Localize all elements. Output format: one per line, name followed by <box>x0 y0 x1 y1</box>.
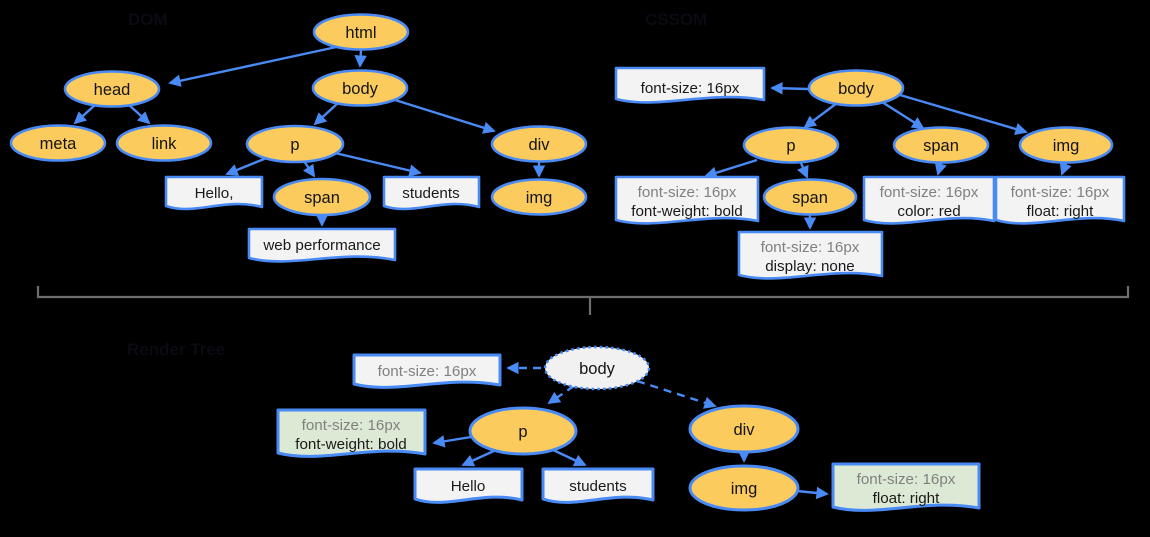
dom-html-label: html <box>345 24 376 42</box>
cssom-p-style-line1: font-size: 16px <box>638 184 737 201</box>
arrow-render-p-to-style <box>432 435 472 448</box>
dom-link-node <box>115 124 213 162</box>
cssom-img-style-line2: float: right <box>1027 203 1094 220</box>
arrow-cssom-body-to-p <box>803 102 838 129</box>
cssom-body-style-line1: font-size: 16px <box>641 80 740 97</box>
dom-body-node <box>311 69 409 107</box>
arrow-body-to-div <box>394 98 496 134</box>
arrow-head-to-meta <box>73 104 96 125</box>
render-p-label: p <box>518 423 527 441</box>
cssom-img-label: img <box>1053 137 1080 155</box>
cssom-spanchild-label: span <box>792 189 828 207</box>
dom-span-node <box>272 177 372 217</box>
dom-webperf-textnode-box <box>247 227 397 263</box>
render-body-node <box>543 345 651 391</box>
dom-html-node <box>312 13 410 51</box>
arrow-html-to-head <box>168 44 342 87</box>
cssom-span-label: span <box>923 137 959 155</box>
arrow-render-p-to-hello <box>461 448 497 467</box>
cssom-img-style-line1: font-size: 16px <box>1011 184 1110 201</box>
dom-body-label: body <box>342 80 379 98</box>
cssom-img-style-box <box>994 175 1126 225</box>
cssom-img-node <box>1018 126 1114 164</box>
arrow-p-to-hello <box>225 155 270 176</box>
render-students-textnode-box <box>541 467 655 504</box>
arrow-p-to-students <box>334 151 422 177</box>
render-students-textnode: students <box>569 478 627 495</box>
cssom-p-label: p <box>786 137 795 155</box>
cssom-spanchild-style-line1: font-size: 16px <box>761 239 860 256</box>
render-p-style-line1: font-size: 16px <box>302 417 401 434</box>
dom-tree: DOM html head body meta link p div span … <box>9 10 588 263</box>
render-body-label: body <box>579 360 616 378</box>
render-tree: Render Tree font-size: 16px body p div i… <box>127 340 981 512</box>
arrow-cssom-p-to-spanchild <box>797 162 809 179</box>
arrow-cssom-span-to-style <box>934 162 947 176</box>
render-img-node <box>688 464 800 512</box>
render-div-node <box>688 404 800 454</box>
cssom-spanchild-style-box <box>737 230 884 280</box>
cssom-body-node <box>807 69 905 107</box>
render-img-style-line1: font-size: 16px <box>857 471 956 488</box>
dom-span-label: span <box>304 189 340 207</box>
arrow-head-to-link <box>128 104 151 125</box>
cssom-tree: CSSOM font-size: 16px body p span img sp… <box>614 10 1126 280</box>
cssom-p-style-box <box>614 175 760 225</box>
dom-students-textnode: students <box>402 185 460 202</box>
arrow-cssom-p-to-style <box>704 158 758 179</box>
dom-head-node <box>63 70 161 108</box>
dom-section-label: DOM <box>128 10 168 29</box>
arrow-body-to-p <box>313 102 339 126</box>
cssom-p-style-line2: font-weight: bold <box>631 203 742 220</box>
dom-meta-label: meta <box>40 135 78 153</box>
arrow-cssom-body-to-style <box>770 82 809 95</box>
arrow-render-body-to-p <box>547 385 575 405</box>
dom-hello-textnode-box <box>164 175 264 211</box>
render-img-style-box <box>831 462 981 512</box>
render-section-label: Render Tree <box>127 340 225 359</box>
render-p-style-line2: font-weight: bold <box>295 436 406 453</box>
render-img-style-line2: float: right <box>873 490 940 507</box>
dom-img-label: img <box>526 189 553 207</box>
dom-p-label: p <box>290 136 299 154</box>
arrow-render-p-to-students <box>550 447 587 467</box>
cssom-spanchild-style-line2: display: none <box>765 258 855 275</box>
render-hello-textnode: Hello <box>451 478 486 495</box>
dom-head-label: head <box>94 81 131 99</box>
dom-div-node <box>490 125 588 163</box>
render-div-label: div <box>733 421 755 439</box>
combine-bracket <box>36 286 1130 299</box>
cssom-spanchild-node <box>762 178 858 216</box>
arrow-html-to-body <box>354 49 367 68</box>
dom-meta-node <box>9 124 107 162</box>
render-body-style-box <box>352 353 502 389</box>
cssom-body-label: body <box>838 80 875 98</box>
cssom-body-style-box <box>614 66 766 104</box>
cssom-span-style-line2: color: red <box>897 203 960 220</box>
arrow-cssom-body-to-span <box>881 100 925 130</box>
dom-students-textnode-box <box>382 175 481 211</box>
arrow-p-to-span <box>302 160 316 178</box>
dom-div-label: div <box>528 136 550 154</box>
render-hello-textnode-box <box>413 467 524 504</box>
render-body-style-line1: font-size: 16px <box>378 363 477 380</box>
dom-p-node <box>245 124 345 164</box>
render-img-label: img <box>731 480 758 498</box>
render-p-node <box>468 406 578 456</box>
dom-hello-textnode: Hello, <box>195 185 234 202</box>
render-p-style-box <box>276 408 427 458</box>
cssom-section-label: CSSOM <box>645 10 707 29</box>
arrow-render-body-to-div <box>636 379 717 409</box>
cssom-span-style-box <box>862 175 996 225</box>
dom-img-node <box>490 178 588 216</box>
arrow-cssom-body-to-img <box>899 93 1028 135</box>
cssom-span-style-line1: font-size: 16px <box>880 184 979 201</box>
cssom-p-node <box>742 126 840 164</box>
cssom-span-node <box>892 126 990 164</box>
arrow-render-img-to-style <box>796 486 829 500</box>
dom-link-label: link <box>152 135 178 153</box>
arrow-cssom-img-to-style <box>1059 161 1072 176</box>
dom-webperf-textnode: web performance <box>262 237 380 254</box>
